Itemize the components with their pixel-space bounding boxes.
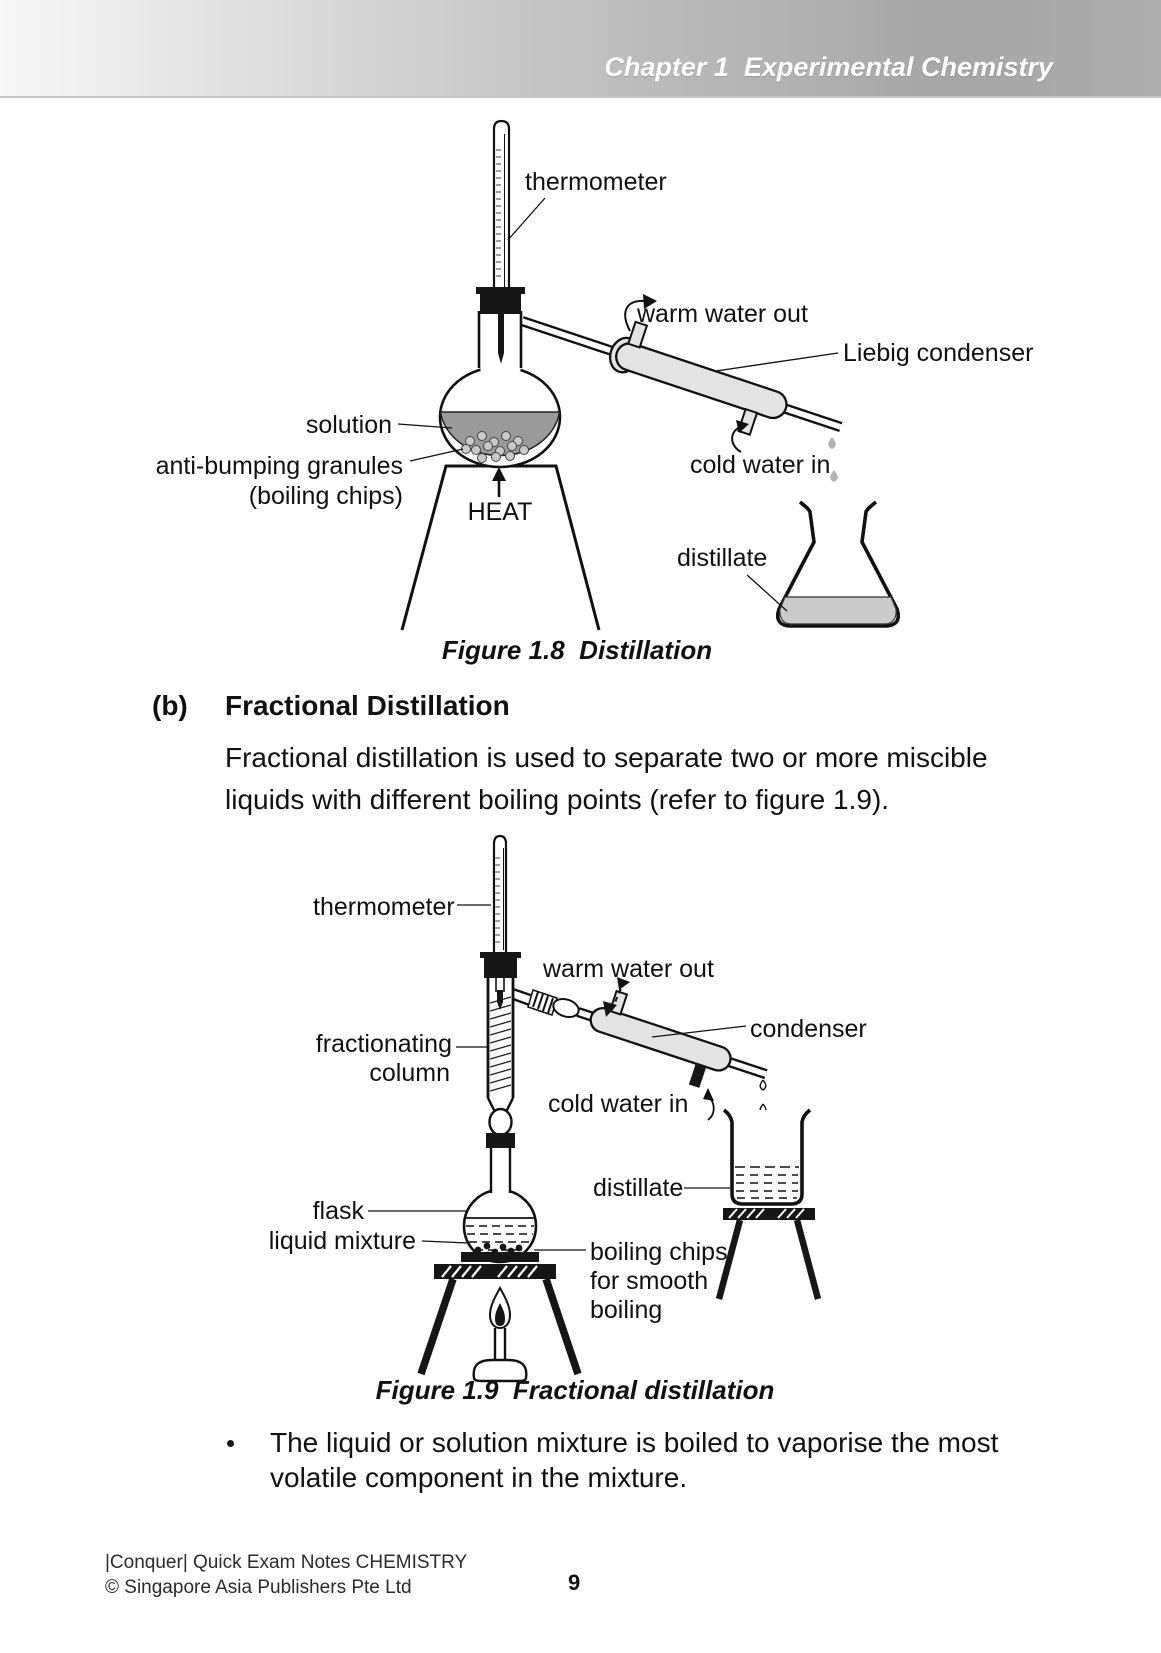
figure-1-8-distillation-diagram: thermometer warm water out Liebig conden… [156, 119, 1033, 665]
label-thermometer: thermometer [525, 168, 667, 196]
label-condenser: condenser [750, 1015, 867, 1043]
cold-water-arrow [731, 420, 749, 453]
footer-imprint-line2: © Singapore Asia Publishers Pte Ltd [105, 1577, 412, 1598]
beaker-distillate [735, 1166, 799, 1199]
bullet-line1: The liquid or solution mixture is boiled… [270, 1427, 999, 1458]
stopper [476, 287, 525, 314]
liebig-condenser-leader [715, 352, 839, 372]
label-thermometer: thermometer [313, 893, 455, 921]
section-b-body-line2: liquids with different boiling points (r… [225, 784, 890, 815]
heat-arrow [492, 467, 506, 497]
figure-1-9-caption: Figure 1.9 Fractional distillation [376, 1375, 775, 1405]
label-boiling-chips-3: boiling [590, 1296, 662, 1324]
section-b-marker: (b) [152, 690, 188, 721]
ground-glass-joint [488, 1107, 513, 1137]
label-cold-water-in: cold water in [548, 1090, 688, 1118]
label-distillate: distillate [677, 544, 767, 572]
label-heat: HEAT [468, 498, 533, 526]
thermometer-leader [507, 197, 546, 241]
label-granules-2: (boiling chips) [249, 482, 403, 510]
tripod-legs [417, 1277, 582, 1376]
label-boiling-chips-1: boiling chips [590, 1238, 728, 1266]
label-liquid-mixture: liquid mixture [269, 1227, 416, 1255]
warm-water-arrow [624, 294, 657, 332]
liquid-mixture-leader [421, 1240, 469, 1244]
warm-water-arrow [603, 977, 630, 1017]
section-b-body-line1: Fractional distillation is used to separ… [225, 742, 988, 773]
label-warm-water-out: warm water out [542, 955, 714, 983]
beaker [722, 1108, 812, 1206]
fractionating-column [486, 977, 515, 1113]
label-flask: flask [313, 1197, 365, 1225]
granules-leader [409, 448, 464, 462]
label-liebig-condenser: Liebig condenser [843, 339, 1033, 367]
gauze-bar [434, 1264, 556, 1279]
condenser-leader [651, 1025, 747, 1038]
joint-clip [486, 1133, 515, 1148]
bullet-line2: volatile component in the mixture. [270, 1462, 688, 1493]
bunsen-burner [472, 1285, 528, 1383]
label-cold-water-in: cold water in [690, 451, 830, 479]
warm-water-outlet-tube [627, 320, 649, 349]
label-distillate: distillate [593, 1174, 683, 1202]
condenser [576, 989, 768, 1088]
page-number: 9 [568, 1570, 581, 1595]
anti-bumping-granules [461, 431, 529, 463]
cold-water-inlet-tube [688, 1062, 707, 1088]
label-fractionating-1: fractionating [316, 1030, 452, 1058]
thermometer [492, 119, 511, 364]
chapter-title: Chapter 1 Experimental Chemistry [604, 52, 1053, 82]
label-boiling-chips-2: for smooth [590, 1267, 708, 1295]
side-arm-joint [512, 987, 580, 1019]
distillate-liquid [779, 596, 897, 625]
chapter-header-banner: Chapter 1 Experimental Chemistry [0, 0, 1161, 98]
cold-water-arrow [703, 1088, 715, 1121]
tripod-stand [400, 464, 601, 631]
bullet-marker: • [226, 1428, 236, 1458]
distillate-leader [746, 574, 788, 612]
warm-water-outlet-tube [608, 989, 629, 1016]
label-granules-1: anti-bumping granules [156, 452, 403, 480]
support-plate [461, 1252, 539, 1262]
footer-imprint-line1: |Conquer| Quick Exam Notes CHEMISTRY [105, 1552, 468, 1573]
label-solution: solution [306, 411, 392, 439]
liebig-condenser [520, 316, 843, 436]
figure-1-9-fractional-distillation-diagram: thermometer warm water out condenser col… [269, 834, 867, 1405]
label-fractionating-2: column [369, 1059, 450, 1087]
thermometer [492, 834, 508, 1010]
label-warm-water-out: warm water out [636, 300, 808, 328]
stopper [480, 952, 521, 978]
solution-leader [397, 423, 453, 429]
section-b-heading: Fractional Distillation [225, 690, 510, 721]
conical-flask [775, 500, 901, 628]
beaker-stand [715, 1208, 822, 1300]
figure-1-8-caption: Figure 1.8 Distillation [442, 635, 712, 665]
condenser-jacket [589, 1007, 732, 1072]
condenser-jacket [615, 342, 788, 420]
